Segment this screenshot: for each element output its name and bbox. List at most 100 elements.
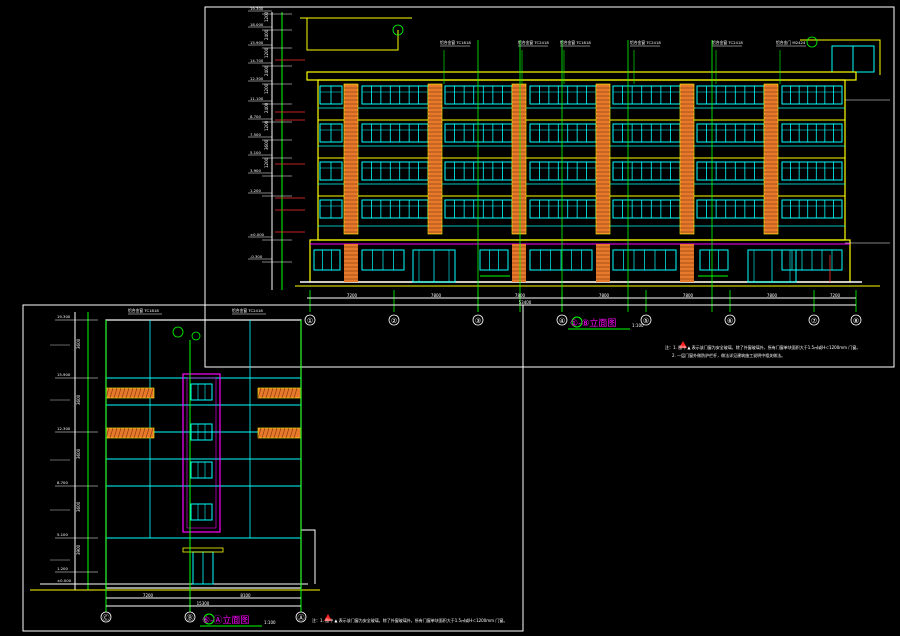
facade-column [511,83,527,235]
facade-column [679,83,695,235]
stair-window [190,423,213,441]
front-vertical-dim: 1200 [264,120,269,131]
ground-window [361,249,405,271]
front-total-dim: 53400 [519,300,532,305]
front-vertical-dim: 1200 [264,47,269,58]
entrance-door [412,249,456,283]
axis-bubble [808,314,820,326]
front-elevation-label: -0.300 [250,254,263,259]
side-elevation-title: ⑥-Ⓐ立面图 [202,614,249,626]
side-elevation-label: 15.900 [57,372,71,377]
balcony-rail [257,387,302,399]
front-vertical-dim: 2400 [264,65,269,76]
side-elevation-scale: 1:100 [264,620,276,625]
ground-window [313,249,341,271]
side-leader-label: 铝合金窗 TC1818 [128,308,159,313]
balcony-rail [257,427,302,439]
axis-bubble [640,314,652,326]
front-axis-label: ⑥ [727,317,733,325]
front-axis-label: ⑦ [811,317,817,325]
ground-window [529,249,593,271]
side-axis-label: Ⓒ [103,614,110,622]
axis-bubble [472,314,484,326]
front-bay-dim: 7800 [767,293,778,298]
front-elevation-label: 5.100 [250,150,261,155]
entrance-door [747,249,797,283]
front-elevation-label: 19.300 [250,6,264,11]
ground-window [479,249,509,271]
front-vertical-dim: 1200 [264,11,269,22]
side-leader-label: 铝合金窗 TC2418 [232,308,263,313]
front-elevation-label: 3.900 [250,168,261,173]
side-bay-dim: 8100 [240,593,251,598]
front-elevation-label: 11.100 [250,96,264,101]
axis-bubble [724,314,736,326]
front-bay-dim: 7200 [830,293,841,298]
front-leader-label: 铝合金门 M2424 [776,40,806,45]
front-vertical-dim: 1200 [264,83,269,94]
stair-window [190,461,213,479]
front-bay-dim: 7800 [515,293,526,298]
front-elevation-sheet-frame [204,6,895,368]
axis-bubble [184,611,196,623]
window-group [781,161,843,181]
front-leader-label: 铝合金窗 TC2418 [712,40,743,45]
front-axis-label: ② [391,317,397,325]
window-group [781,123,843,143]
front-axis-label: ⑤ [643,317,649,325]
front-note-2: 2. 一层门窗外做防护栏杆，做法详见建筑施工说明中相关做法。 [672,352,785,358]
front-bay-dim: 7200 [347,293,358,298]
window-group [529,85,597,105]
side-elevation: 19.30015.90012.3008.7005.1001.200±0.000 … [30,308,507,627]
side-vertical-dim: 3900 [76,544,81,555]
front-bay-dim: 7800 [431,293,442,298]
side-total-dim: 15300 [197,601,210,606]
side-elevation-label: 1.200 [57,566,68,571]
side-elevation-sheet-frame [22,304,524,632]
side-elevation-label: 8.700 [57,480,68,485]
front-bay-dim: 7800 [683,293,694,298]
balcony-rail [105,387,155,399]
front-axis-label: ① [307,317,313,325]
window-group [612,161,681,181]
front-vertical-dim: 2400 [264,29,269,40]
front-leader-label: 铝合金窗 TC1818 [440,40,471,45]
facade-column [427,83,443,235]
front-leader-label: 铝合金窗 TC2418 [630,40,661,45]
facade-column [763,83,779,235]
side-bay-dim: 7200 [143,593,154,598]
side-elevation-label: 19.300 [57,314,71,319]
facade-column [343,83,359,235]
axis-bubble [295,611,307,623]
window-group [319,161,343,181]
window-group [319,85,343,105]
axis-bubble [556,314,568,326]
balcony-rail [105,427,155,439]
front-elevation-label: 12.300 [250,76,264,81]
front-vertical-dim: 3600 [264,139,269,150]
front-bay-dim: 7800 [599,293,610,298]
side-vertical-dim: 3600 [76,338,81,349]
ground-window [699,249,729,271]
window-group [319,199,343,219]
side-elevation-label: ±0.000 [57,578,72,583]
side-elevation-label: 12.300 [57,426,71,431]
stair-window [190,383,213,401]
side-vertical-dim: 3600 [76,501,81,512]
window-group [781,199,843,219]
detail-callout [806,36,818,48]
front-leader-label: 铝合金窗 TC1818 [560,40,591,45]
front-elevation: 19.30018.00015.90014.70012.30011.1008.70… [248,6,890,358]
front-elevation-label: 8.700 [250,114,261,119]
window-group [781,85,843,105]
front-elevation-label: 15.900 [250,40,264,45]
side-axis-label: Ⓑ [187,614,194,622]
side-vertical-dim: 3600 [76,448,81,459]
front-elevation-scale: 1:100 [632,323,644,328]
window-group [319,123,343,143]
ground-window [612,249,677,271]
front-elevation-label: 1.200 [250,188,261,193]
front-elevation-label: ±0.000 [250,232,265,237]
side-note-1: 注：1. 图中 ▲ 表示该门窗为安全玻璃，除了外窗玻璃外，所有门窗单块面积大于1… [312,617,507,623]
